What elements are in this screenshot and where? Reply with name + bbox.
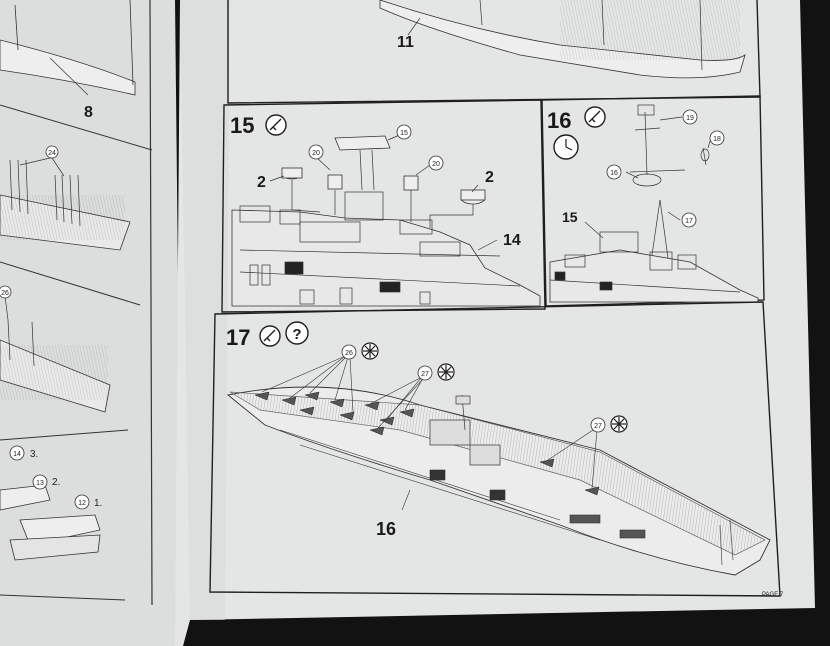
callout-27-a: 27 [421, 371, 429, 378]
panel-top: 11 [227, 0, 761, 104]
glue-icon [259, 325, 281, 347]
glue-icon [584, 106, 606, 128]
callout-26: 26 [345, 350, 353, 357]
callout-19: 19 [686, 115, 694, 122]
callout-16-circle [606, 164, 622, 180]
callout-18: 18 [713, 136, 721, 143]
part-label-16: 16 [376, 519, 396, 539]
callout-17-circle [681, 212, 697, 228]
panel-step-16: 16 19 18 [541, 95, 765, 307]
callout-15: 15 [400, 130, 408, 137]
callout-15-circle [396, 124, 412, 140]
callout-24: 24 [48, 150, 56, 157]
part-label-2-left: 2 [257, 174, 266, 191]
step-number-15: 15 [230, 113, 254, 138]
panel-step-15: 15 [221, 99, 546, 313]
part-label-11: 11 [397, 34, 414, 51]
callout-13-circle [32, 474, 48, 490]
callout-20-b-circle [428, 155, 444, 171]
callout-20-a: 20 [312, 150, 320, 157]
carrier-hull [226, 386, 771, 576]
callout-13: 13 [36, 480, 44, 487]
paint-star-icon [610, 415, 628, 433]
part-label-14: 14 [503, 232, 521, 249]
question-mark: ? [292, 326, 301, 343]
callout-24-circle [45, 145, 59, 159]
callout-19-circle [682, 109, 698, 125]
callout-26: 26 [1, 290, 9, 297]
page-number: PAGE 7 [762, 592, 784, 598]
callout-16: 16 [610, 170, 618, 177]
callout-27-a-circle [417, 365, 433, 381]
panel-step-17: 17 ? [209, 301, 781, 597]
substep-2: 2. [52, 477, 60, 488]
flight-deck [229, 391, 766, 556]
glue-icon [265, 114, 287, 136]
paint-star-icon [361, 342, 379, 360]
callout-20-b: 20 [432, 161, 440, 168]
callout-18-circle [709, 130, 725, 146]
step-number-16: 16 [547, 108, 571, 133]
callout-27-b: 27 [594, 423, 602, 430]
paint-star-icon [437, 363, 455, 381]
callout-14: 14 [13, 451, 21, 458]
callout-26-circle [341, 344, 357, 360]
part-label-2-right: 2 [485, 169, 494, 186]
question-icon: ? [285, 321, 309, 345]
left-page: 8 24 26 14 3. 13 2. 12 1 [0, 0, 182, 646]
callout-12: 12 [78, 500, 86, 507]
callout-26-circle [0, 285, 12, 299]
part-label-8: 8 [84, 104, 93, 121]
clock-icon [553, 134, 579, 160]
callout-14-circle [9, 445, 25, 461]
callout-20-a-circle [308, 144, 324, 160]
part-label-15: 15 [562, 209, 578, 225]
callout-17: 17 [685, 218, 693, 225]
callout-12-circle [74, 494, 90, 510]
substep-3: 3. [30, 449, 38, 460]
substep-1: 1. [94, 498, 102, 509]
callout-27-b-circle [590, 417, 606, 433]
step-number-17: 17 [226, 325, 250, 350]
